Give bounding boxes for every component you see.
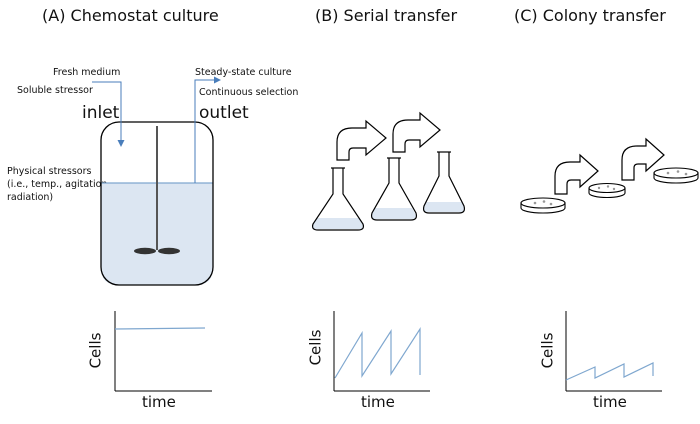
- continuous-selection-label: Continuous selection: [199, 87, 299, 98]
- inlet-arrow: [92, 81, 125, 147]
- physical-stressors-label: Physical stressors: [7, 166, 92, 177]
- panel-b-title: (B) Serial transfer: [315, 6, 458, 25]
- outlet-label: outlet: [199, 103, 249, 123]
- graph-b-curve: [334, 326, 421, 379]
- chemostat-vessel: [92, 76, 221, 286]
- graph-c-xlabel: time: [593, 393, 627, 411]
- flask-2-liquid: [371, 208, 416, 219]
- outlet-arrow: [194, 76, 221, 183]
- physical-stressors-examples-2: radiation): [7, 192, 54, 203]
- steady-state-label: Steady-state culture: [195, 67, 292, 78]
- flask-1-outline: [311, 168, 365, 231]
- flask-3-outline: [422, 152, 466, 214]
- flask-2-outline: [370, 158, 418, 221]
- plate-2: [588, 182, 626, 194]
- serial-transfer-flasks: [311, 111, 466, 231]
- impeller-blade-right: [158, 247, 180, 255]
- panel-c-title: (C) Colony transfer: [514, 6, 666, 25]
- colony-arrow-1: [554, 153, 599, 195]
- flask-1-liquid: [312, 218, 364, 229]
- graph-b: [333, 311, 430, 392]
- fresh-medium-label: Fresh medium: [53, 67, 121, 78]
- graph-a: [114, 311, 212, 392]
- impeller-blade-left: [134, 247, 156, 255]
- plate-1: [520, 197, 566, 209]
- colony-transfer-plates: [520, 137, 699, 214]
- soluble-stressor-label: Soluble stressor: [17, 85, 93, 96]
- inlet-label: inlet: [82, 103, 120, 123]
- transfer-arrow-1: [336, 119, 387, 161]
- transfer-arrow-2: [392, 111, 441, 153]
- graph-a-xlabel: time: [142, 393, 176, 411]
- graph-c: [565, 311, 662, 392]
- graph-c-curve: [565, 362, 654, 381]
- panel-a-title: (A) Chemostat culture: [42, 6, 219, 25]
- physical-stressors-examples: (i.e., temp., agitation,: [7, 179, 111, 190]
- graph-a-curve: [114, 327, 206, 330]
- graph-b-xlabel: time: [361, 393, 395, 411]
- plate-3: [653, 167, 699, 179]
- flask-3-liquid: [422, 202, 465, 212]
- colony-arrow-2: [621, 137, 665, 181]
- chemostat-outline: [100, 121, 214, 286]
